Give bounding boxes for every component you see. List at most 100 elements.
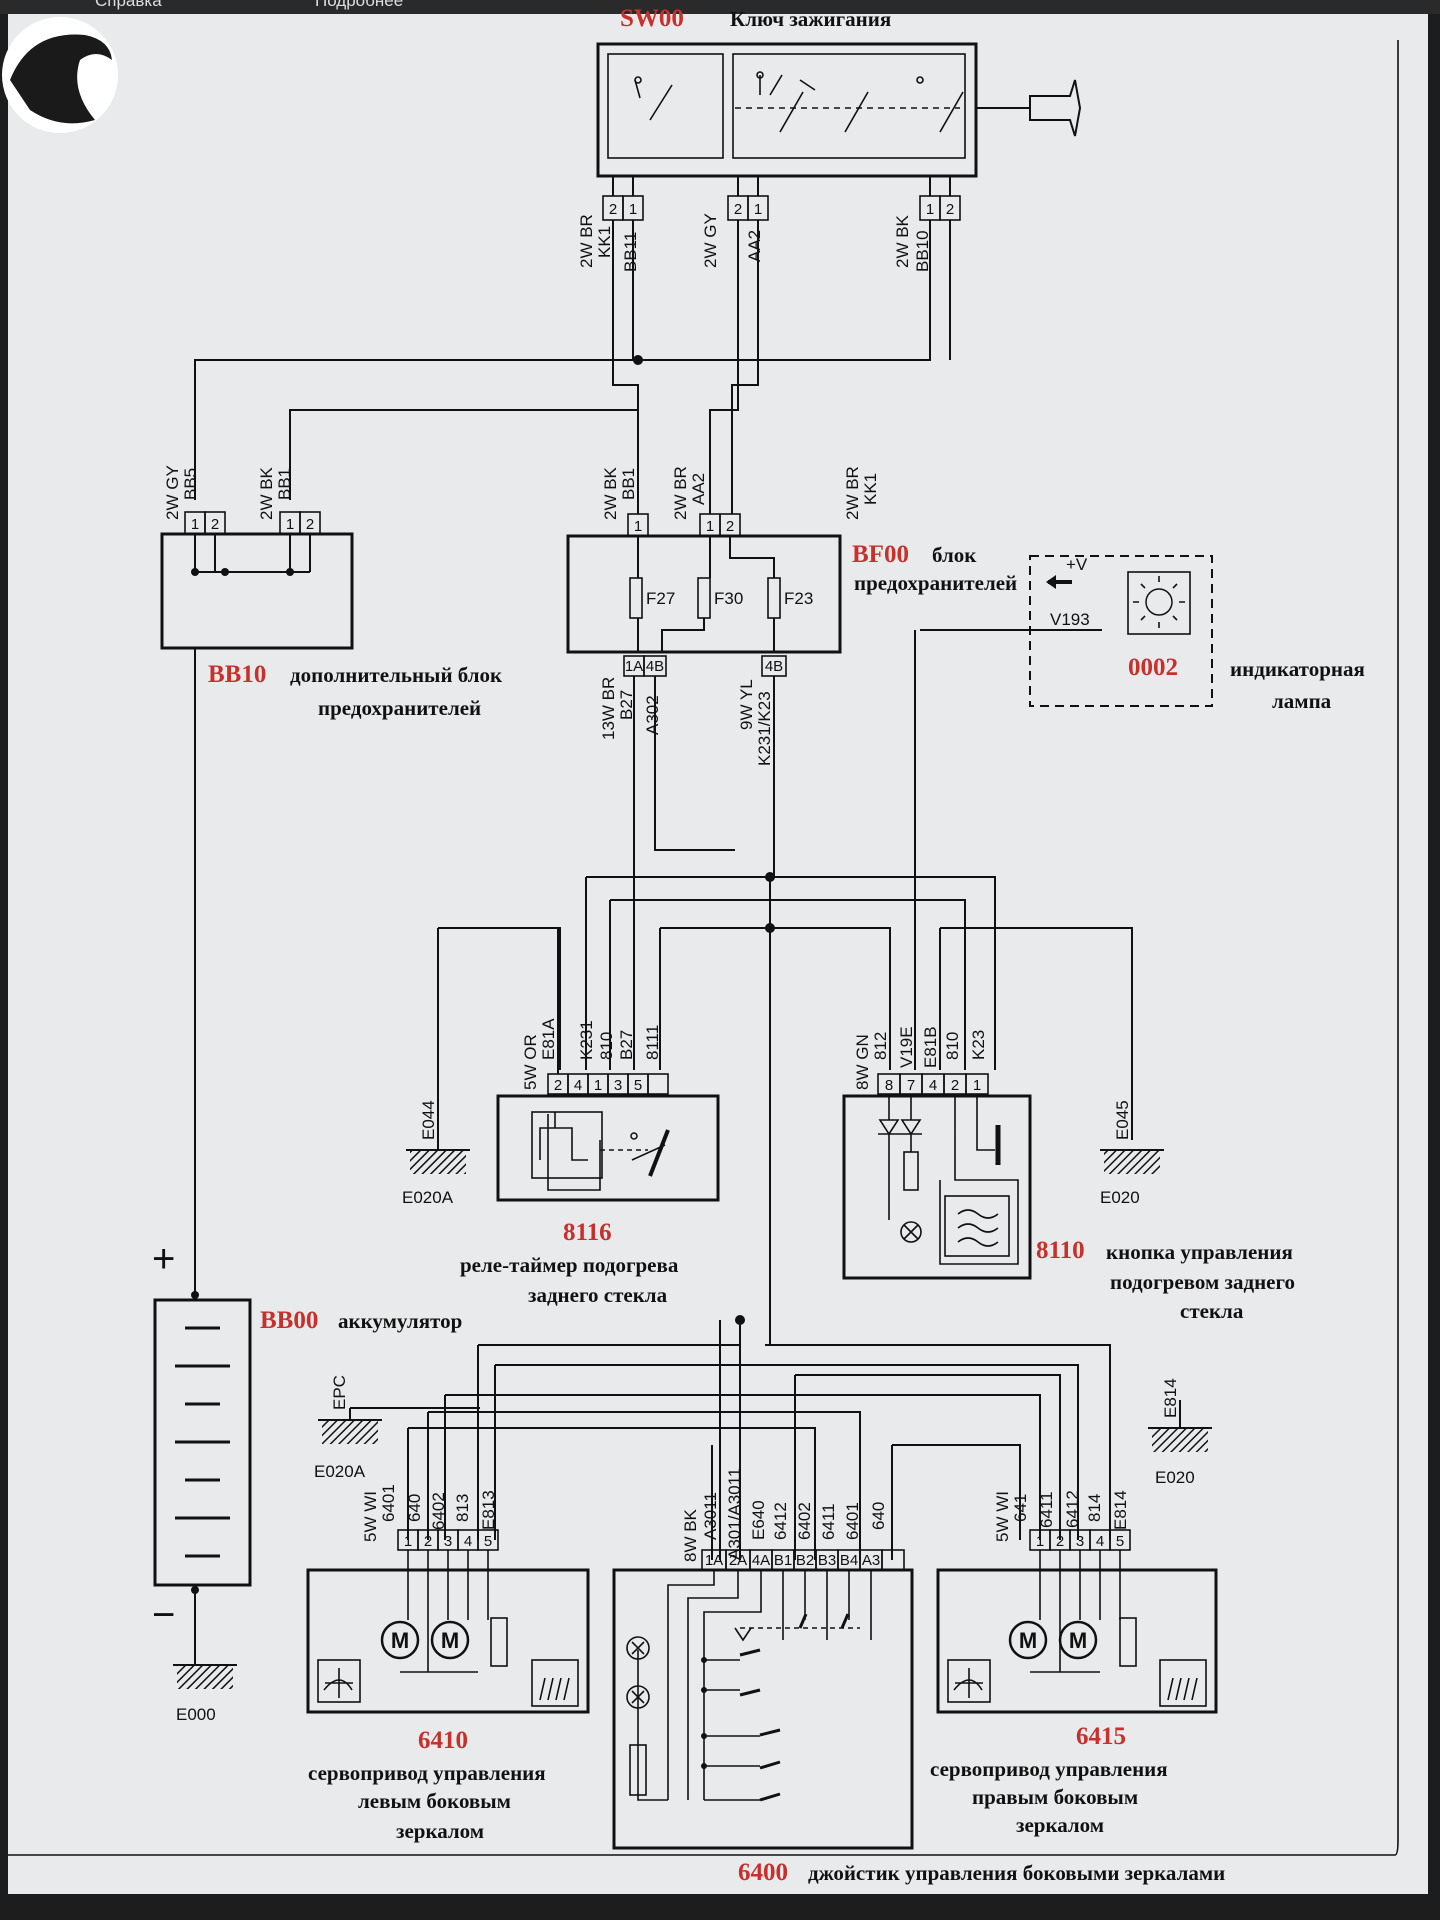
svg-text:8: 8 <box>885 1077 893 1094</box>
svg-text:E045: E045 <box>1113 1100 1132 1140</box>
svg-text:B27: B27 <box>617 1030 636 1060</box>
svg-text:BB5: BB5 <box>181 468 200 500</box>
svg-text:6402: 6402 <box>795 1502 814 1540</box>
sw00-wire-labels: 2W BR KK1 BB11 2W GY AA2 2W BK BB10 <box>577 213 932 272</box>
svg-text:812: 812 <box>871 1032 890 1060</box>
svg-text:2W BR: 2W BR <box>671 466 690 520</box>
svg-text:джойстик управления боковыми з: джойстик управления боковыми зеркалами <box>808 1861 1225 1885</box>
svg-text:−: − <box>152 1593 175 1637</box>
svg-text:F30: F30 <box>714 589 743 608</box>
svg-text:4: 4 <box>464 1533 472 1550</box>
brand-logo <box>2 17 118 133</box>
svg-text:сервопривод управления: сервопривод управления <box>930 1757 1168 1781</box>
svg-text:E000: E000 <box>176 1705 216 1724</box>
indicator-lamp-0002: +V V193 0002 индикаторная лампа <box>1029 555 1365 713</box>
svg-text:BB00: BB00 <box>260 1307 318 1334</box>
svg-text:6415: 6415 <box>1076 1723 1126 1750</box>
svg-text:6401: 6401 <box>843 1502 862 1540</box>
svg-text:зеркалом: зеркалом <box>396 1819 484 1843</box>
svg-text:6410: 6410 <box>418 1727 468 1754</box>
svg-text:810: 810 <box>943 1032 962 1060</box>
svg-text:640: 640 <box>869 1502 888 1530</box>
svg-text:K231: K231 <box>577 1020 596 1060</box>
svg-text:4B: 4B <box>765 658 783 675</box>
svg-text:5: 5 <box>1116 1533 1124 1550</box>
svg-text:8110: 8110 <box>1036 1237 1085 1264</box>
svg-text:813: 813 <box>453 1494 472 1522</box>
svg-text:2W BK: 2W BK <box>257 466 276 520</box>
svg-text:5: 5 <box>484 1533 492 1550</box>
svg-text:A3: A3 <box>862 1552 880 1569</box>
svg-text:4B: 4B <box>646 658 664 675</box>
svg-text:M: M <box>1019 1628 1037 1653</box>
svg-text:BB11: BB11 <box>621 232 640 272</box>
svg-text:1: 1 <box>1036 1533 1044 1550</box>
svg-text:1: 1 <box>404 1533 412 1550</box>
svg-text:предохранителей: предохранителей <box>318 696 481 720</box>
svg-text:EPC: EPC <box>330 1375 349 1410</box>
svg-text:4A: 4A <box>752 1552 770 1569</box>
svg-text:B2: B2 <box>796 1552 814 1569</box>
svg-text:E814: E814 <box>1161 1378 1180 1418</box>
svg-text:1: 1 <box>754 201 762 218</box>
svg-text:+: + <box>152 1237 175 1281</box>
svg-text:6411: 6411 <box>819 1503 838 1540</box>
battery-bb00: + − BB00 аккумулятор <box>152 648 462 1665</box>
svg-text:4: 4 <box>929 1077 937 1094</box>
svg-text:стекла: стекла <box>1180 1299 1244 1323</box>
svg-text:B27: B27 <box>617 690 636 720</box>
svg-text:лампа: лампа <box>1272 689 1332 713</box>
svg-text:5W OR: 5W OR <box>521 1034 540 1090</box>
fuse-f27 <box>629 577 643 619</box>
svg-text:814: 814 <box>1085 1494 1104 1522</box>
ground-e020: E045 E020 <box>1100 1100 1164 1207</box>
svg-text:2: 2 <box>211 516 219 533</box>
svg-text:A301/A3011: A301/A3011 <box>725 1468 744 1560</box>
svg-text:13W BR: 13W BR <box>599 677 618 740</box>
svg-text:9W YL: 9W YL <box>737 679 756 730</box>
svg-text:E814: E814 <box>1111 1490 1130 1530</box>
svg-text:подогревом заднего: подогревом заднего <box>1110 1270 1295 1294</box>
ground-e814: E814 E020 <box>1148 1378 1212 1487</box>
svg-text:1: 1 <box>973 1077 981 1094</box>
svg-text:1A: 1A <box>705 1552 723 1569</box>
svg-text:1: 1 <box>594 1077 602 1094</box>
menu-item-details[interactable]: Подробнее <box>315 0 403 10</box>
svg-text:BF00: BF00 <box>852 541 909 568</box>
svg-text:3: 3 <box>614 1077 622 1094</box>
svg-text:F27: F27 <box>646 589 675 608</box>
mirror-harness-wires <box>349 1315 1181 1560</box>
svg-text:BB1: BB1 <box>619 468 638 500</box>
svg-text:6412: 6412 <box>1063 1490 1082 1528</box>
svg-text:E020A: E020A <box>314 1462 366 1481</box>
svg-text:6401: 6401 <box>379 1484 398 1522</box>
svg-text:правым боковым: правым боковым <box>972 1785 1138 1809</box>
svg-text:5: 5 <box>634 1077 642 1094</box>
svg-text:V193: V193 <box>1050 610 1090 629</box>
svg-text:5W WI: 5W WI <box>993 1491 1012 1542</box>
svg-text:2W BK: 2W BK <box>601 466 620 520</box>
svg-text:640: 640 <box>405 1494 424 1522</box>
svg-text:5W WI: 5W WI <box>361 1491 380 1542</box>
svg-text:2: 2 <box>726 518 734 535</box>
svg-text:E813: E813 <box>479 1490 498 1530</box>
svg-text:KK1: KK1 <box>861 473 880 505</box>
ground-epc: EPC E020A <box>314 1375 382 1481</box>
relay-timer-8116: 5W OR E81A K231 810 B27 8111 24 13 55 81… <box>460 1018 720 1307</box>
svg-text:2: 2 <box>734 201 742 218</box>
svg-text:4: 4 <box>574 1077 582 1094</box>
svg-text:7: 7 <box>907 1077 915 1094</box>
svg-text:6412: 6412 <box>771 1502 790 1540</box>
svg-text:AA2: AA2 <box>745 230 764 262</box>
joystick-6400: 8W BK A3011 A301/A3011 E640 6412 6402 64… <box>612 1468 1225 1886</box>
svg-text:K231/K23: K231/K23 <box>755 691 774 766</box>
svg-text:2W BK: 2W BK <box>893 214 912 268</box>
svg-text:V19E: V19E <box>897 1026 916 1068</box>
menu-item-help[interactable]: Справка <box>95 0 162 10</box>
svg-text:+V: +V <box>1066 555 1088 574</box>
